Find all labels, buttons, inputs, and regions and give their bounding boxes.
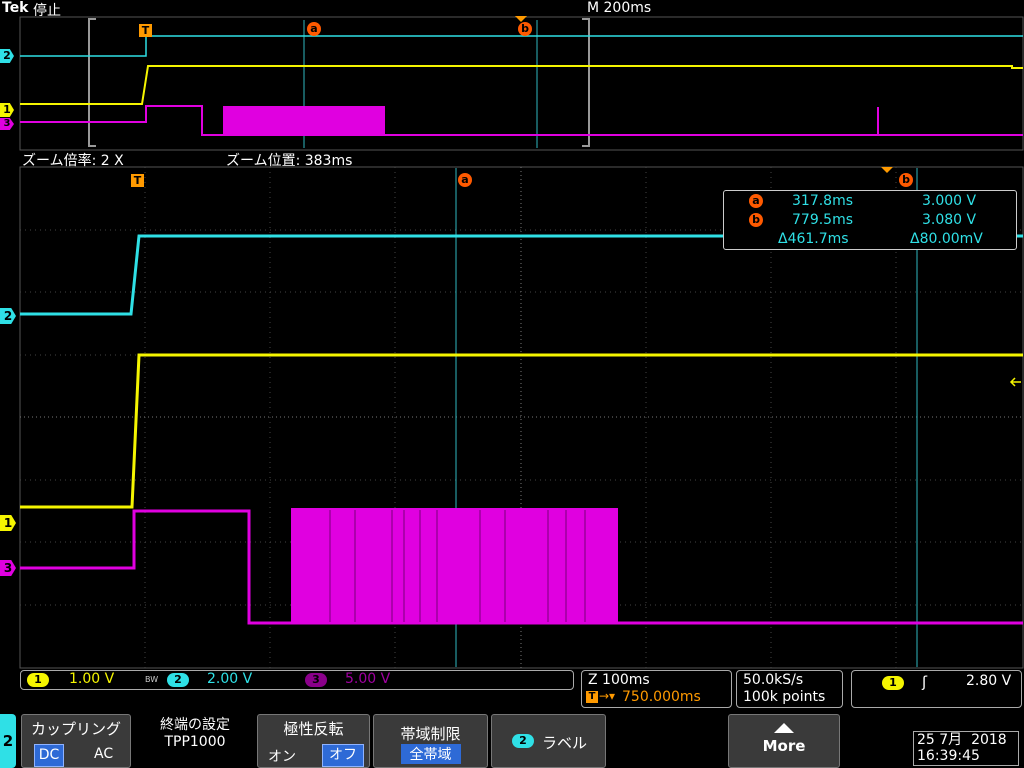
zoom-burst-ch3 xyxy=(291,508,618,624)
bandwidth-title: 帯域制限 xyxy=(400,725,461,743)
coupling-title: カップリング xyxy=(30,720,121,738)
readout-a-marker: a xyxy=(749,194,763,208)
cursor-readout-box: a 317.8ms 3.000 V b 779.5ms 3.080 V Δ461… xyxy=(723,190,1017,250)
readout-b-time: 779.5ms xyxy=(792,212,854,228)
zoom-position-label: ズーム位置: 383ms xyxy=(226,153,353,169)
bandwidth-value: 全帯域 xyxy=(400,744,461,764)
overview-ch1-marker[interactable]: 1 xyxy=(0,103,14,117)
readout-b-volt: 3.080 V xyxy=(922,212,977,228)
overview-trigger-marker: T xyxy=(139,24,152,37)
readout-b-marker: b xyxy=(749,213,763,227)
zoom-trace-ch1 xyxy=(20,353,1023,509)
overview-ch3-marker[interactable]: 3 xyxy=(0,118,14,130)
trigger-delay-icon: T xyxy=(586,691,598,703)
trigger-level-readout: 2.80 V xyxy=(966,673,1012,689)
label-button[interactable]: 2 ラベル xyxy=(491,714,606,768)
trigger-panel[interactable]: 1 ʃ 2.80 V xyxy=(851,670,1022,708)
zoom-ch3-marker[interactable]: 3 xyxy=(0,560,16,576)
zoom-burst-gaps xyxy=(329,510,586,622)
bandwidth-limit-button[interactable]: 帯域制限 全帯域 xyxy=(373,714,488,768)
channel-scale-panel[interactable]: 1 1.00 V BW 2 2.00 V 3 5.00 V xyxy=(20,670,574,690)
coupling-dc-option[interactable]: DC xyxy=(34,744,64,767)
bandwidth-flag: BW xyxy=(145,675,159,684)
timebase-readout: M 200ms xyxy=(587,0,652,16)
readout-delta-volt: Δ80.00mV xyxy=(910,231,983,247)
run-state: 停止 xyxy=(33,3,61,19)
sample-rate-readout: 50.0kS/s xyxy=(743,672,804,688)
time-readout: 16:39:45 xyxy=(917,748,980,764)
zoom-scale-readout: Z 100ms xyxy=(588,672,650,688)
zoom-trigger-pos-arrow xyxy=(881,167,893,173)
invert-on-option[interactable]: オン xyxy=(268,749,296,765)
brand-logo: Tek xyxy=(2,0,29,16)
zoom-bracket xyxy=(88,18,590,147)
zoom-factor-label: ズーム倍率: 2 X xyxy=(22,153,124,169)
header-bar: Tek 停止 M 200ms xyxy=(0,0,1024,19)
overview-cursor-a-marker[interactable]: a xyxy=(307,22,321,36)
readout-a-time: 317.8ms xyxy=(792,193,854,209)
overview-trace-ch2 xyxy=(20,35,1023,57)
label-channel-badge: 2 xyxy=(512,734,534,748)
zoom-cursor-a-marker[interactable]: a xyxy=(458,173,472,187)
overview-trace-ch1 xyxy=(20,65,1023,105)
readout-delta-time: Δ461.7ms xyxy=(778,231,849,247)
coupling-ac-option[interactable]: AC xyxy=(94,746,114,762)
invert-title: 極性反転 xyxy=(283,720,344,738)
ch3-badge: 3 xyxy=(305,673,327,687)
coupling-button[interactable]: カップリング DC AC xyxy=(21,714,131,768)
overview-ch2-marker[interactable]: 2 xyxy=(0,49,14,63)
overview-window xyxy=(19,16,1024,151)
zoom-ch1-marker[interactable]: 1 xyxy=(0,515,16,531)
delay-readout: 750.000ms xyxy=(622,689,701,705)
overview-cursor-b-marker[interactable]: b xyxy=(518,22,532,36)
termination-value: TPP1000 xyxy=(164,734,226,750)
ch1-scale: 1.00 V xyxy=(69,671,115,687)
invert-off-option[interactable]: オフ xyxy=(322,744,364,767)
more-label: More xyxy=(762,737,806,755)
overview-burst-ch3 xyxy=(223,106,385,136)
more-button[interactable]: More xyxy=(728,714,840,768)
more-arrow-icon xyxy=(774,723,794,733)
termination-title: 終端の設定 xyxy=(160,717,230,733)
overview-trigger-pos-arrow xyxy=(515,16,527,22)
readout-a-volt: 3.000 V xyxy=(922,193,977,209)
zoom-ch2-marker[interactable]: 2 xyxy=(0,308,16,324)
ch3-scale: 5.00 V xyxy=(345,671,391,687)
trigger-level-arrow xyxy=(1009,377,1021,387)
overview-trace-ch3 xyxy=(20,105,1023,136)
trigger-source-badge: 1 xyxy=(882,676,904,690)
termination-setting[interactable]: 終端の設定 TPP1000 xyxy=(142,714,248,768)
zoom-trigger-marker: T xyxy=(131,174,144,187)
horizontal-panel[interactable]: Z 100ms T →▾ 750.000ms xyxy=(581,670,732,708)
ch1-badge: 1 xyxy=(27,673,49,687)
delay-arrow-icon: →▾ xyxy=(599,689,616,703)
datetime-display: 25 7月 2018 16:39:45 xyxy=(913,731,1019,766)
acquisition-panel[interactable]: 50.0kS/s 100k points xyxy=(736,670,843,708)
date-readout: 25 7月 2018 xyxy=(917,732,1007,748)
record-length-readout: 100k points xyxy=(743,689,826,705)
channel-menu-tab[interactable]: 2 xyxy=(0,714,16,768)
label-button-text: ラベル xyxy=(542,734,588,752)
trigger-slope-icon: ʃ xyxy=(922,673,928,691)
zoom-trace-ch2 xyxy=(20,234,1023,316)
invert-button[interactable]: 極性反転 オン オフ xyxy=(257,714,370,768)
zoom-cursor-b-marker[interactable]: b xyxy=(899,173,913,187)
ch2-scale: 2.00 V xyxy=(207,671,253,687)
ch2-badge: 2 xyxy=(167,673,189,687)
